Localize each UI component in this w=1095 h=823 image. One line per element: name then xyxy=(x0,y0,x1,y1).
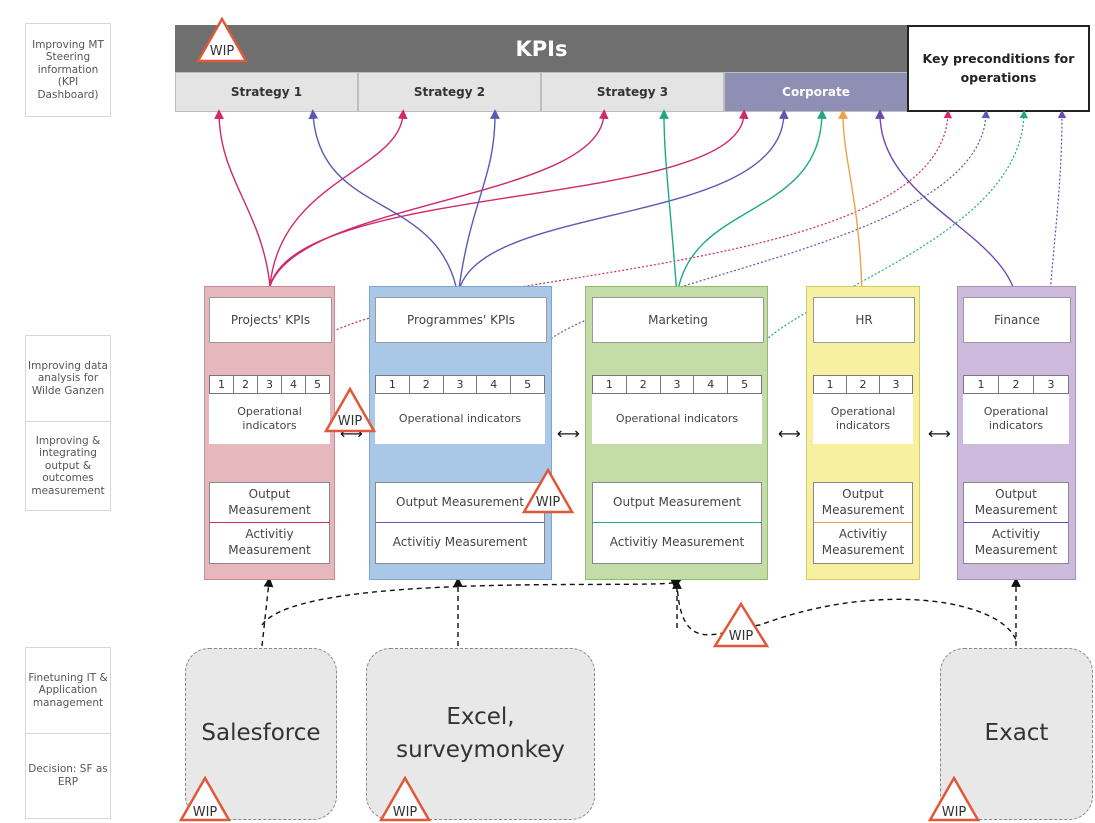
activity-measurement: Activitiy Measurement xyxy=(228,527,311,557)
side-label-steering: Improving MT Steering information (KPI D… xyxy=(25,23,111,117)
number-cell: 2 xyxy=(410,376,444,393)
output-measurement: Output Measurement xyxy=(210,483,329,523)
wip-label: WIP xyxy=(210,44,235,59)
marketing-title: Marketing xyxy=(592,297,764,343)
number-cell: 1 xyxy=(210,376,234,393)
number-cell: 5 xyxy=(314,378,321,391)
finance-operational-indicators: Operational indicators xyxy=(963,394,1069,444)
wip-warning-icon: WIP xyxy=(178,775,232,822)
number-cell: 5 xyxy=(524,378,532,391)
number-cell: 3 xyxy=(661,376,695,393)
wip-label: WIP xyxy=(942,805,967,820)
programmes-numbers: 1 2 3 4 5 xyxy=(375,375,545,394)
excel-surveymonkey-box: Excel, surveymonkey xyxy=(366,648,595,820)
programmes-kpis-title: Programmes' KPIs xyxy=(375,297,547,343)
number-cell: 2 xyxy=(999,376,1034,393)
output-measurement: Output Measurement xyxy=(814,483,912,523)
number-cell: 1 xyxy=(964,376,999,393)
marketing-measurement: Output Measurement Activitiy Measurement xyxy=(592,482,762,564)
number-cell: 1 xyxy=(376,376,410,393)
finance-numbers: 1 2 3 xyxy=(963,375,1069,394)
bidirectional-arrow-icon: ⟷ xyxy=(557,424,580,443)
bidirectional-arrow-icon: ⟷ xyxy=(928,424,951,443)
wip-label: WIP xyxy=(193,805,218,820)
hr-title: HR xyxy=(813,297,915,343)
wip-label: WIP xyxy=(393,805,418,820)
key-preconditions: Key preconditions for operations xyxy=(907,25,1090,112)
activity-measurement: Activitiy Measurement xyxy=(392,535,528,550)
side-label-decision: Decision: SF as ERP xyxy=(25,733,111,819)
strategy-3: Strategy 3 xyxy=(541,72,724,112)
exact-box: Exact xyxy=(940,648,1093,820)
finance-title: Finance xyxy=(963,297,1071,343)
activity-measurement: Activitiy Measurement xyxy=(609,535,745,550)
marketing-operational-indicators: Operational indicators xyxy=(592,394,762,444)
activity-measurement: Activitiy Measurement xyxy=(821,527,905,557)
number-cell: 4 xyxy=(282,376,306,393)
wip-warning-icon: WIP xyxy=(712,601,770,648)
activity-measurement: Activitiy Measurement xyxy=(974,527,1058,557)
side-label-it-management: Finetuning IT & Application management xyxy=(25,647,111,733)
number-cell: 3 xyxy=(258,376,282,393)
number-cell: 2 xyxy=(234,376,258,393)
projects-numbers: 1 2 3 4 5 xyxy=(209,375,330,394)
output-measurement: Output Measurement xyxy=(376,483,544,523)
finance-measurement: Output Measurement Activitiy Measurement xyxy=(963,482,1069,564)
output-measurement: Output Measurement xyxy=(964,483,1068,523)
wip-label: WIP xyxy=(536,495,561,510)
wip-warning-icon: WIP xyxy=(378,775,432,822)
side-label-data-analysis: Improving data analysis for Wilde Ganzen xyxy=(25,335,111,421)
number-cell: 3 xyxy=(1047,378,1055,391)
number-cell: 1 xyxy=(814,376,847,393)
output-measurement: Output Measurement xyxy=(593,483,761,523)
wip-warning-icon: WIP xyxy=(195,16,249,63)
wip-warning-icon: WIP xyxy=(927,775,981,822)
number-cell: 2 xyxy=(627,376,661,393)
number-cell: 5 xyxy=(741,378,749,391)
kpi-title: KPIs xyxy=(515,36,568,61)
hr-numbers: 1 2 3 xyxy=(813,375,913,394)
number-cell: 1 xyxy=(593,376,627,393)
hr-operational-indicators: Operational indicators xyxy=(813,394,913,444)
number-cell: 2 xyxy=(847,376,880,393)
marketing-numbers: 1 2 3 4 5 xyxy=(592,375,762,394)
wip-label: WIP xyxy=(729,629,754,644)
wip-warning-icon: WIP xyxy=(323,386,377,433)
strategy-1: Strategy 1 xyxy=(175,72,358,112)
corporate: Corporate xyxy=(724,72,908,112)
projects-kpis-title: Projects' KPIs xyxy=(209,297,332,343)
strategy-2: Strategy 2 xyxy=(358,72,541,112)
number-cell: 4 xyxy=(694,376,729,393)
number-cell: 3 xyxy=(444,376,478,393)
programmes-measurement: Output Measurement Activitiy Measurement xyxy=(375,482,545,564)
wip-label: WIP xyxy=(338,414,363,429)
wip-warning-icon: WIP xyxy=(521,467,575,514)
hr-measurement: Output Measurement Activitiy Measurement xyxy=(813,482,913,564)
programmes-operational-indicators: Operational indicators xyxy=(375,394,545,444)
kpi-header: KPIs xyxy=(175,25,908,72)
side-label-measurement: Improving & integrating output & outcome… xyxy=(25,421,111,511)
number-cell: 4 xyxy=(477,376,512,393)
number-cell: 3 xyxy=(892,378,900,391)
bidirectional-arrow-icon: ⟷ xyxy=(778,424,801,443)
projects-operational-indicators: Operational indicators xyxy=(209,394,330,444)
projects-measurement: Output Measurement Activitiy Measurement xyxy=(209,482,330,564)
